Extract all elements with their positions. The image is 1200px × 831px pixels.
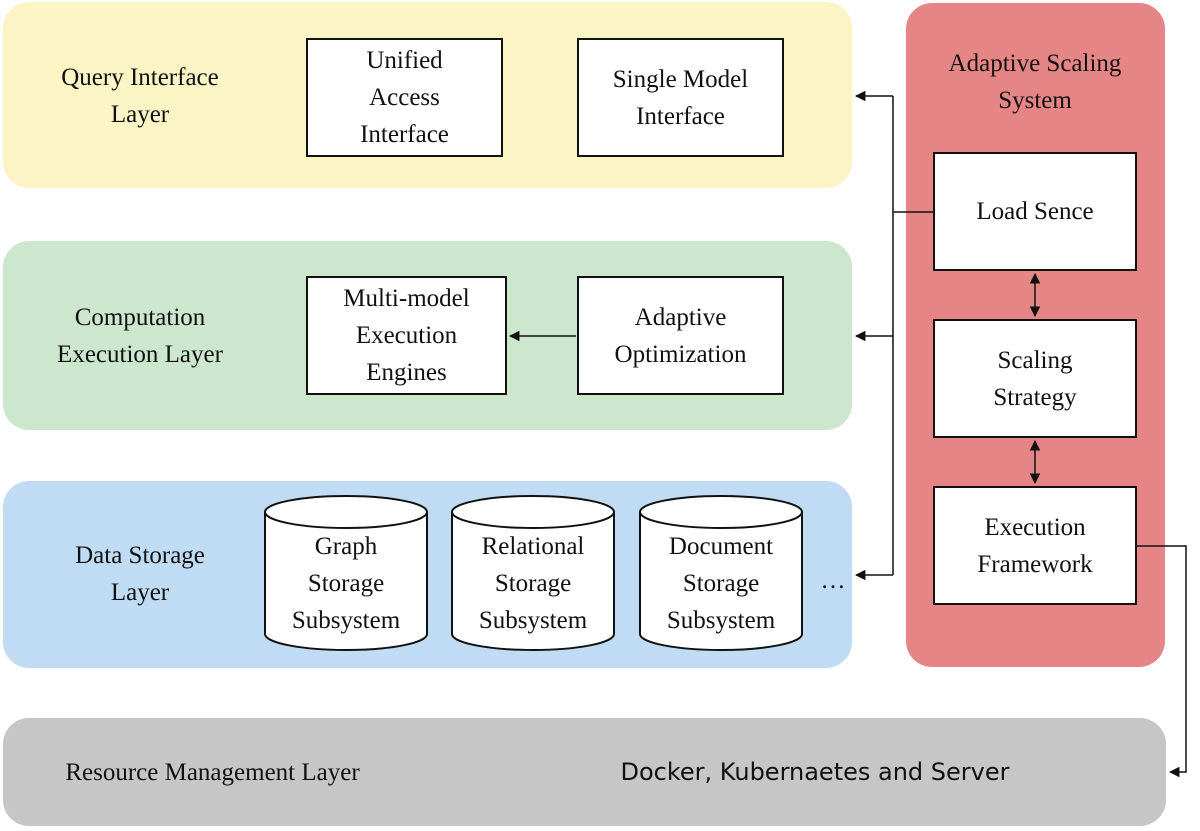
box-line: Interface xyxy=(360,121,449,148)
cylinder-line: Storage xyxy=(494,570,572,597)
cylinder-line: Document xyxy=(668,533,774,560)
computation-layer-title-line2: Execution Layer xyxy=(57,341,223,368)
resource-layer-detail-text: Docker, Kubernaetes and Server xyxy=(620,757,1010,786)
storage-ellipsis: … xyxy=(815,560,851,600)
multi-model-execution-engines-box: Multi-model Execution Engines xyxy=(306,276,507,395)
scaling-title-line1: Adaptive Scaling xyxy=(948,50,1122,77)
box-line: Optimization xyxy=(614,340,747,368)
cylinder-line: Subsystem xyxy=(666,607,776,634)
box-line: Multi-model xyxy=(343,285,470,312)
cylinder-shape xyxy=(639,495,803,651)
resource-management-layer xyxy=(3,718,1166,826)
relational-storage-cylinder: Relational Storage Subsystem xyxy=(450,494,616,652)
cylinder-shape xyxy=(264,495,428,651)
box-line: Execution xyxy=(355,322,458,349)
box-line: Load Sence xyxy=(976,198,1094,225)
box-line: Adaptive xyxy=(634,303,727,331)
cylinder-line: Relational xyxy=(481,533,585,560)
resource-layer-title: Resource Management Layer xyxy=(30,752,395,792)
storage-layer-title-line1: Data Storage xyxy=(75,542,205,569)
storage-layer-title: Data Storage Layer xyxy=(30,536,250,612)
query-layer-title-line1: Query Interface xyxy=(61,64,219,91)
document-storage-cylinder: Document Storage Subsystem xyxy=(638,494,804,652)
computation-layer-title: Computation Execution Layer xyxy=(30,298,250,374)
resource-layer-title-text: Resource Management Layer xyxy=(65,758,360,786)
unified-access-interface-box: Unified Access Interface xyxy=(306,38,503,157)
box-line: Engines xyxy=(366,359,447,386)
box-line: Framework xyxy=(977,550,1093,578)
scaling-title-line2: System xyxy=(998,87,1072,114)
cylinder-shape xyxy=(451,495,615,651)
storage-layer-title-line2: Layer xyxy=(110,579,170,606)
box-line: Strategy xyxy=(993,383,1077,411)
box-line: Interface xyxy=(636,102,725,130)
resource-layer-detail: Docker, Kubernaetes and Server xyxy=(595,752,1035,792)
cylinder-line: Subsystem xyxy=(291,607,401,634)
cylinder-line: Subsystem xyxy=(478,607,588,634)
cylinder-line: Graph xyxy=(314,533,378,560)
execution-framework-box: Execution Framework xyxy=(933,486,1137,605)
query-layer-title: Query Interface Layer xyxy=(30,58,250,134)
ellipsis-text: … xyxy=(820,566,846,594)
cylinder-line: Storage xyxy=(682,570,760,597)
query-layer-title-line2: Layer xyxy=(110,101,170,128)
box-line: Scaling xyxy=(997,346,1073,374)
graph-storage-cylinder: Graph Storage Subsystem xyxy=(263,494,429,652)
box-line: Unified xyxy=(366,47,443,74)
load-sence-box: Load Sence xyxy=(933,152,1137,271)
box-line: Access xyxy=(369,84,440,111)
single-model-interface-box: Single Model Interface xyxy=(577,38,784,157)
box-line: Execution xyxy=(984,513,1086,541)
box-line: Single Model xyxy=(612,65,749,93)
computation-layer-title-line1: Computation xyxy=(74,304,206,331)
cylinder-line: Storage xyxy=(307,570,385,597)
scaling-strategy-box: Scaling Strategy xyxy=(933,319,1137,438)
scaling-system-title: Adaptive Scaling System xyxy=(912,44,1158,120)
adaptive-optimization-box: Adaptive Optimization xyxy=(577,276,784,395)
